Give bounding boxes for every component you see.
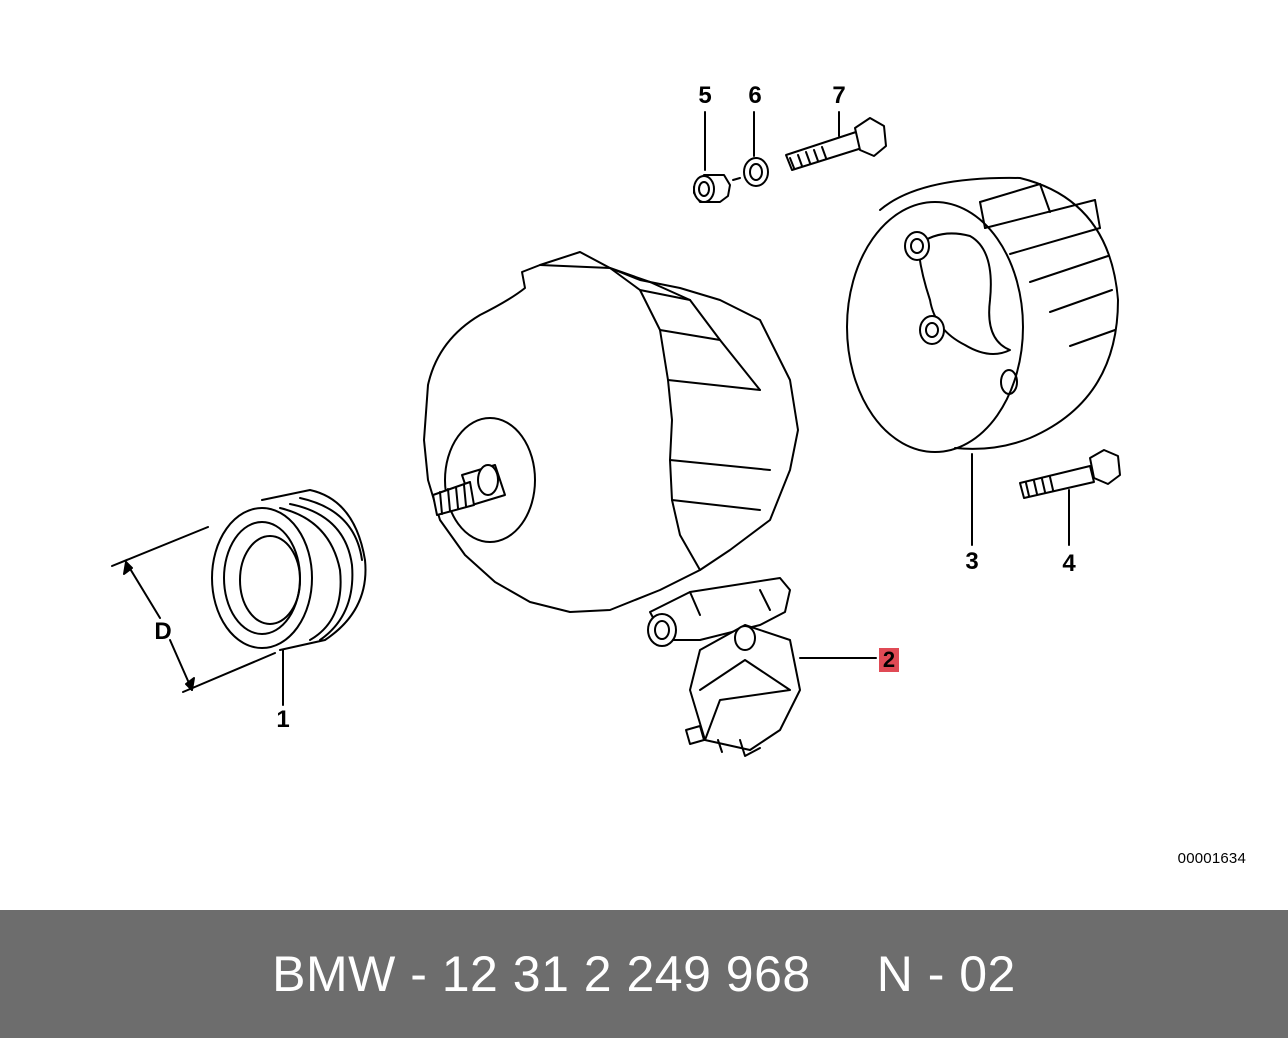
callout-6: 6	[748, 82, 762, 109]
part-2-regulator	[647, 577, 877, 757]
footer-bar: BMW - 12 31 2 249 968 N - 02	[0, 910, 1288, 1038]
parts-diagram: 5 6 7 3 4 2 1 D 00001634	[111, 82, 1246, 867]
callout-1: 1	[276, 706, 290, 733]
callout-4: 4	[1062, 550, 1076, 577]
part-5-sleeve	[693, 111, 731, 203]
dimension-label-d: D	[154, 618, 172, 645]
reference-code: 00001634	[1177, 850, 1246, 867]
callout-3: 3	[965, 548, 979, 575]
part-4-bolt	[1019, 449, 1121, 546]
alternator-body	[423, 251, 799, 613]
diagram-position-text: N - 02	[876, 946, 1016, 1002]
part-6-washer	[732, 111, 769, 187]
part-1-pulley	[111, 489, 367, 706]
part-3-rear-cover	[846, 176, 1119, 546]
callout-2-highlighted: 2	[879, 648, 899, 672]
part-7-bolt	[785, 111, 887, 171]
part-number-text: BMW - 12 31 2 249 968	[272, 946, 811, 1002]
callout-7: 7	[832, 82, 846, 109]
callout-5: 5	[698, 82, 712, 109]
